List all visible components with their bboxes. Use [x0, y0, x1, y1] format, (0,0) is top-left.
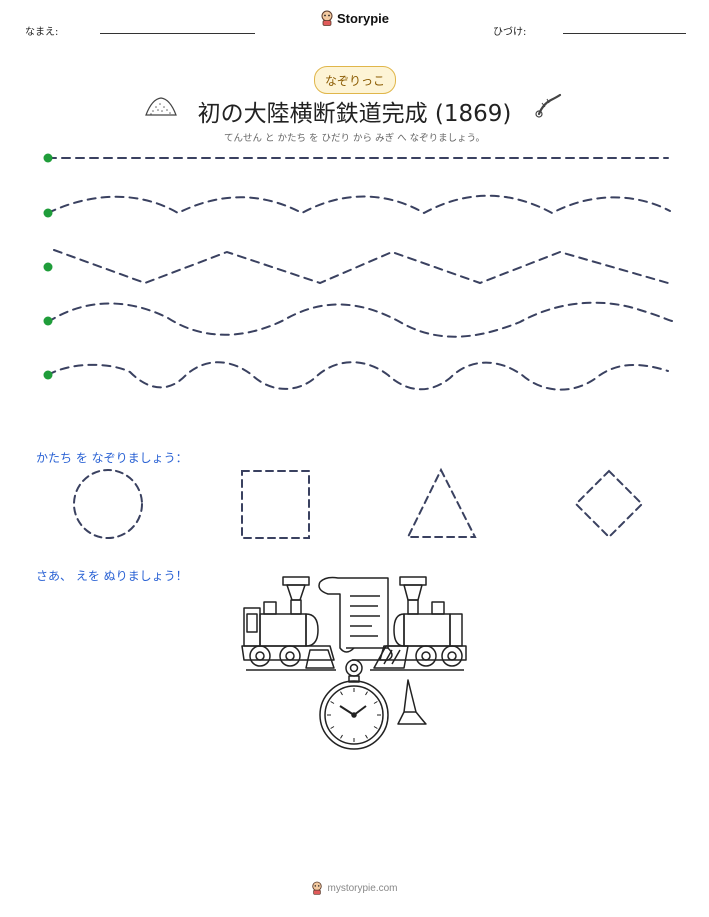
date-label: ひづけ: — [493, 27, 527, 38]
worksheet-type-badge: なぞりっこ — [314, 66, 396, 94]
coloring-picture[interactable] — [238, 570, 470, 756]
coloring-instruction: さあ、 えを ぬりましょう！ — [36, 569, 188, 583]
trace-shape-triangle — [406, 467, 477, 538]
steam-locomotive-right — [370, 576, 467, 671]
golden-spike — [397, 679, 427, 725]
trace-line-wave-3 — [47, 361, 669, 391]
trace-shape-square — [241, 470, 310, 539]
trace-line-wave-2 — [47, 301, 673, 338]
start-dot — [43, 262, 53, 272]
instructions-text: てんせん と かたち を ひだり から みぎ へ なぞりましょう。 — [223, 133, 486, 144]
steam-locomotive-left — [241, 576, 336, 671]
brand-header: Storypie — [0, 10, 709, 30]
start-dot — [43, 370, 53, 380]
trace-shape-circle — [73, 469, 143, 539]
footer-url[interactable]: mystorypie.com — [327, 882, 398, 894]
mascot-logo-icon — [321, 10, 333, 26]
shapes-instruction: かたち を なぞりましょう： — [36, 451, 188, 465]
name-label: なまえ: — [25, 27, 59, 38]
tracing-shapes[interactable] — [60, 462, 680, 546]
page-title: 初の大陸横断鉄道完成 (1869) — [197, 101, 512, 127]
tracing-lines[interactable] — [0, 140, 709, 400]
start-dot — [43, 316, 53, 326]
trace-shape-diamond — [574, 469, 644, 539]
bug-icon — [535, 93, 562, 118]
date-write-line[interactable] — [563, 33, 686, 34]
trace-line-zigzag — [53, 249, 669, 285]
mascot-logo-icon — [312, 881, 323, 895]
trace-line-wave-1 — [47, 194, 671, 215]
start-dot — [43, 153, 53, 163]
footer: mystorypie.com — [0, 880, 709, 899]
scroll-document — [318, 576, 393, 661]
start-dot — [43, 208, 53, 218]
brand-name: Storypie — [336, 10, 389, 26]
name-write-line[interactable] — [100, 33, 255, 34]
pocket-watch — [319, 659, 389, 750]
sand-pile-icon — [145, 97, 177, 116]
